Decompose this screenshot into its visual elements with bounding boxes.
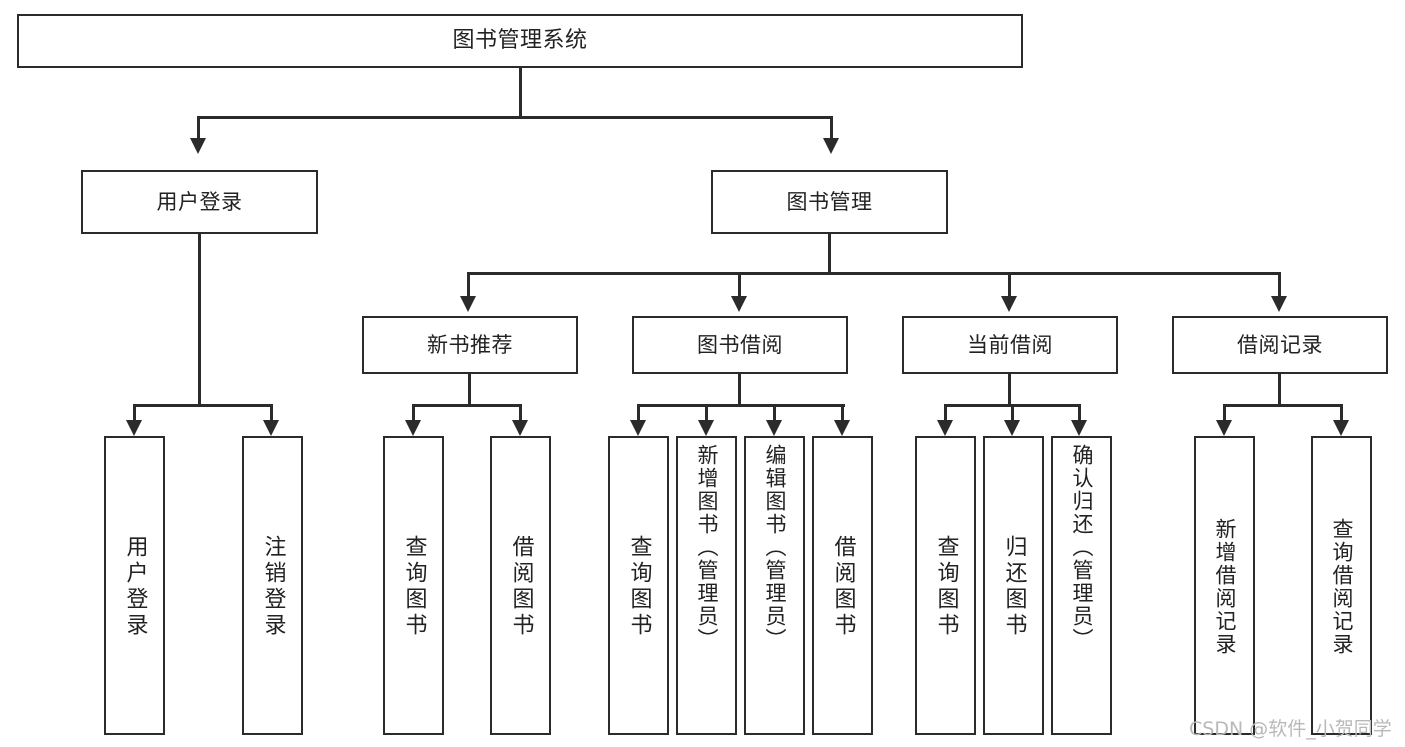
node-label: 图书管理 <box>786 189 873 214</box>
node-new-book-recommend[interactable]: 新书推荐 <box>362 316 578 374</box>
node-label: 借阅图书 <box>830 534 856 639</box>
connector-current-borrow-stem <box>1008 374 1011 406</box>
connector-user-login-stem <box>198 234 201 406</box>
node-current-borrow[interactable]: 当前借阅 <box>902 316 1118 374</box>
node-label: 查询图书 <box>401 534 427 639</box>
leaf-confirm-return-admin[interactable]: 确认归还（管理员） <box>1051 436 1112 735</box>
leaf-query-borrow-record[interactable]: 查询借阅记录 <box>1311 436 1372 735</box>
node-book-management[interactable]: 图书管理 <box>711 170 948 234</box>
connector-root-stem <box>519 68 522 116</box>
arrow-to-book-management <box>823 138 839 154</box>
arrow-to-leaf-borrow-book-1 <box>512 420 528 436</box>
connector-level3-drop-1 <box>467 272 470 298</box>
arrow-to-leaf-query-book-3 <box>937 420 953 436</box>
node-label: 归还图书 <box>1001 534 1027 639</box>
connector-book-borrow-stem <box>738 374 741 406</box>
arrow-to-leaf-query-book-1 <box>405 420 421 436</box>
connector-level3-bus <box>467 272 1281 275</box>
connector-book-borrow-drop-4 <box>841 404 844 422</box>
arrow-to-leaf-return-book <box>1004 420 1020 436</box>
node-label: 用户登录 <box>122 534 148 639</box>
connector-user-login-bus <box>133 404 273 407</box>
node-user-login[interactable]: 用户登录 <box>81 170 318 234</box>
node-label: 当前借阅 <box>967 332 1053 357</box>
node-label: 图书借阅 <box>697 332 783 357</box>
arrow-to-current-borrow <box>1001 296 1017 312</box>
leaf-add-borrow-record[interactable]: 新增借阅记录 <box>1194 436 1255 735</box>
connector-current-borrow-drop-1 <box>944 404 947 422</box>
leaf-edit-book-admin[interactable]: 编辑图书（管理员） <box>744 436 805 735</box>
connector-book-borrow-drop-3 <box>773 404 776 422</box>
arrow-to-leaf-borrow-book-2 <box>834 420 850 436</box>
arrow-to-leaf-confirm-return <box>1071 420 1087 436</box>
leaf-logout[interactable]: 注销登录 <box>242 436 303 735</box>
connector-root-drop-right <box>830 116 833 140</box>
connector-new-book-drop-1 <box>412 404 415 422</box>
node-label: 查询图书 <box>626 534 652 639</box>
csdn-watermark: CSDN @软件_小贺同学 <box>1189 718 1392 740</box>
connector-borrow-records-stem <box>1278 374 1281 406</box>
connector-root-drop-left <box>197 116 200 140</box>
connector-level3-drop-3 <box>1008 272 1011 298</box>
connector-current-borrow-drop-2 <box>1011 404 1014 422</box>
node-book-borrow[interactable]: 图书借阅 <box>632 316 848 374</box>
node-label: 查询图书 <box>933 534 959 639</box>
leaf-return-book[interactable]: 归还图书 <box>983 436 1044 735</box>
node-label: 查询借阅记录 <box>1330 517 1354 656</box>
node-label: 借阅记录 <box>1237 332 1323 357</box>
connector-book-borrow-drop-2 <box>705 404 708 422</box>
node-label: 新增借阅记录 <box>1213 517 1237 656</box>
connector-borrow-records-bus <box>1223 404 1343 407</box>
leaf-borrow-book-recommend[interactable]: 借阅图书 <box>490 436 551 735</box>
connector-user-login-drop-1 <box>133 404 136 422</box>
leaf-query-book-current[interactable]: 查询图书 <box>915 436 976 735</box>
node-label: 编辑图书（管理员） <box>763 444 787 651</box>
node-label: 新增图书（管理员） <box>695 444 719 651</box>
arrow-to-leaf-logout <box>263 420 279 436</box>
arrow-to-leaf-add-record <box>1216 420 1232 436</box>
leaf-user-login[interactable]: 用户登录 <box>104 436 165 735</box>
connector-borrow-records-drop-1 <box>1223 404 1226 422</box>
arrow-to-leaf-edit-book <box>766 420 782 436</box>
connector-new-book-bus <box>412 404 522 407</box>
connector-new-book-drop-2 <box>519 404 522 422</box>
leaf-query-book-borrow[interactable]: 查询图书 <box>608 436 669 735</box>
leaf-query-book-recommend[interactable]: 查询图书 <box>383 436 444 735</box>
node-borrow-records[interactable]: 借阅记录 <box>1172 316 1388 374</box>
arrow-to-leaf-user-login <box>126 420 142 436</box>
connector-level3-drop-4 <box>1278 272 1281 298</box>
leaf-borrow-book[interactable]: 借阅图书 <box>812 436 873 735</box>
node-label: 借阅图书 <box>508 534 534 639</box>
connector-new-book-stem <box>468 374 471 406</box>
connector-root-bus <box>197 116 833 119</box>
connector-current-borrow-drop-3 <box>1078 404 1081 422</box>
node-label: 用户登录 <box>156 189 243 214</box>
connector-book-borrow-drop-1 <box>637 404 640 422</box>
connector-book-borrow-bus <box>637 404 845 407</box>
node-label: 注销登录 <box>260 534 286 639</box>
arrow-to-leaf-query-book-2 <box>630 420 646 436</box>
node-label: 图书管理系统 <box>452 28 588 54</box>
node-label: 确认归还（管理员） <box>1070 444 1094 651</box>
connector-borrow-records-drop-2 <box>1340 404 1343 422</box>
arrow-to-borrow-records <box>1271 296 1287 312</box>
arrow-to-leaf-add-book <box>698 420 714 436</box>
connector-user-login-drop-2 <box>270 404 273 422</box>
connector-book-management-stem <box>828 234 831 274</box>
arrow-to-new-book-recommend <box>460 296 476 312</box>
leaf-add-book-admin[interactable]: 新增图书（管理员） <box>676 436 737 735</box>
node-root-book-management-system[interactable]: 图书管理系统 <box>17 14 1023 68</box>
node-label: 新书推荐 <box>427 332 513 357</box>
arrow-to-book-borrow <box>731 296 747 312</box>
arrow-to-user-login <box>190 138 206 154</box>
arrow-to-leaf-query-record <box>1333 420 1349 436</box>
connector-level3-drop-2 <box>738 272 741 298</box>
